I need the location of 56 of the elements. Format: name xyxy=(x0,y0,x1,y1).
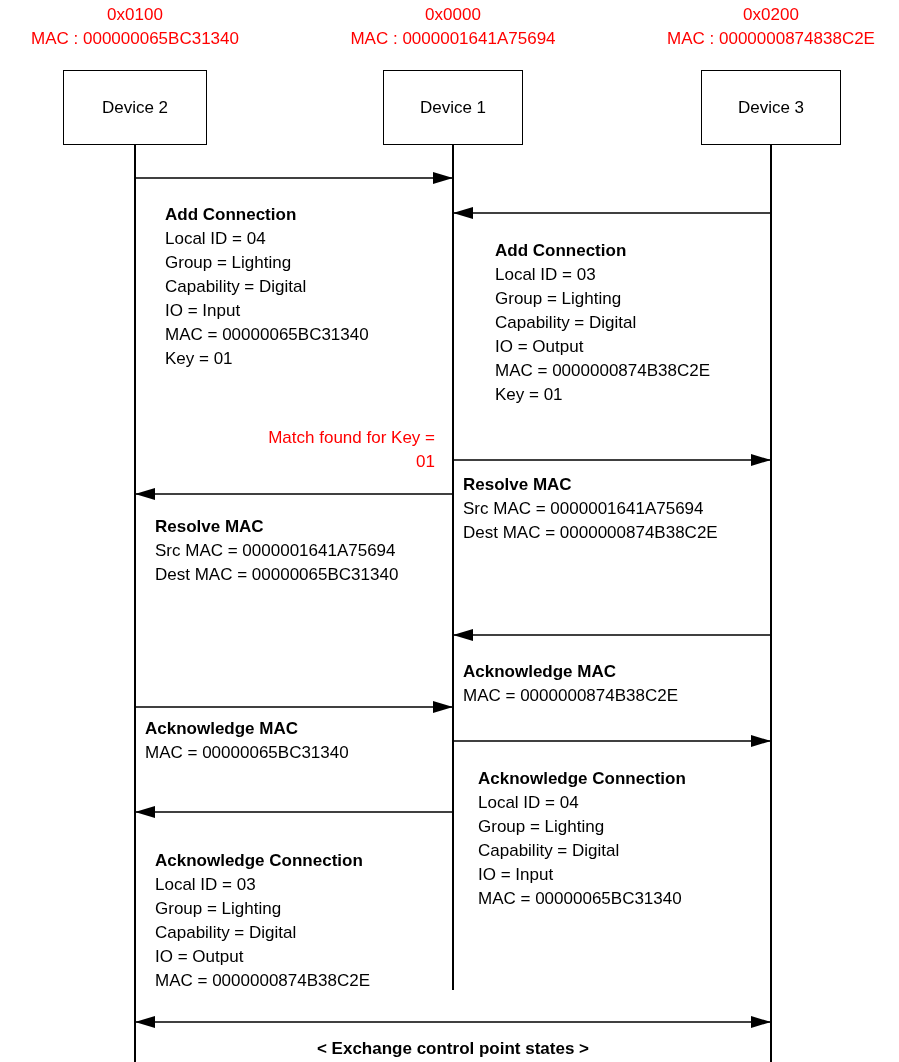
message-parameter: MAC = 0000000874B38C2E xyxy=(155,970,370,992)
message-parameter: Group = Lighting xyxy=(495,288,622,310)
message-arrow xyxy=(134,806,454,818)
message-parameter: IO = Output xyxy=(155,946,244,968)
message-parameter: Local ID = 04 xyxy=(165,228,266,250)
participant-name: Device 1 xyxy=(419,97,487,118)
message-parameter: Group = Lighting xyxy=(155,898,282,920)
message-parameter: Src MAC = 0000001641A75694 xyxy=(463,498,704,520)
message-parameter: MAC = 00000065BC31340 xyxy=(478,888,682,910)
participant-name: Device 3 xyxy=(737,97,805,118)
message-arrow xyxy=(134,1016,772,1028)
message-parameter: Key = 01 xyxy=(495,384,563,406)
message-parameter: Dest MAC = 00000065BC31340 xyxy=(155,564,399,586)
message-parameter: MAC = 0000000874B38C2E xyxy=(463,685,678,707)
message-parameter: Src MAC = 0000001641A75694 xyxy=(155,540,396,562)
participant-name: Device 2 xyxy=(101,97,169,118)
address-label: 0x0000 xyxy=(425,5,481,25)
message-parameter: Local ID = 03 xyxy=(155,874,256,896)
address-label: 0x0200 xyxy=(743,5,799,25)
message-parameter: Group = Lighting xyxy=(478,816,605,838)
message-parameter: Capability = Digital xyxy=(165,276,307,298)
message-parameter: Capability = Digital xyxy=(155,922,297,944)
message-arrow xyxy=(452,629,772,641)
message-title: Acknowledge MAC xyxy=(463,661,617,683)
message-parameter: Capability = Digital xyxy=(478,840,620,862)
message-arrow xyxy=(452,454,772,466)
message-parameter: Capability = Digital xyxy=(495,312,637,334)
message-parameter: Key = 01 xyxy=(165,348,233,370)
message-title: Acknowledge Connection xyxy=(155,850,363,872)
message-title: < Exchange control point states > xyxy=(316,1038,590,1060)
address-label: MAC : 0000000874838C2E xyxy=(667,29,875,49)
message-title: Acknowledge MAC xyxy=(145,718,299,740)
message-parameter: Local ID = 03 xyxy=(495,264,596,286)
message-parameter: Dest MAC = 0000000874B38C2E xyxy=(463,522,718,544)
message-parameter: IO = Input xyxy=(478,864,554,886)
message-title: Resolve MAC xyxy=(155,516,264,538)
message-parameter: IO = Input xyxy=(165,300,241,322)
message-title: Add Connection xyxy=(165,204,297,226)
message-arrow xyxy=(134,701,454,713)
message-arrow xyxy=(452,735,772,747)
message-arrow xyxy=(134,488,454,500)
message-title: Acknowledge Connection xyxy=(478,768,686,790)
address-label: 0x0100 xyxy=(107,5,163,25)
address-label: MAC : 000000065BC31340 xyxy=(31,29,239,49)
message-parameter: MAC = 00000065BC31340 xyxy=(145,742,349,764)
match-note: Match found for Key = 01 xyxy=(267,427,435,473)
message-parameter: Group = Lighting xyxy=(165,252,292,274)
message-title: Add Connection xyxy=(495,240,627,262)
message-arrow xyxy=(452,207,772,219)
message-title: Resolve MAC xyxy=(463,474,572,496)
message-parameter: Local ID = 04 xyxy=(478,792,579,814)
message-parameter: IO = Output xyxy=(495,336,584,358)
message-arrow xyxy=(134,172,454,184)
address-label: MAC : 0000001641A75694 xyxy=(350,29,556,49)
message-parameter: MAC = 00000065BC31340 xyxy=(165,324,369,346)
message-parameter: MAC = 0000000874B38C2E xyxy=(495,360,710,382)
